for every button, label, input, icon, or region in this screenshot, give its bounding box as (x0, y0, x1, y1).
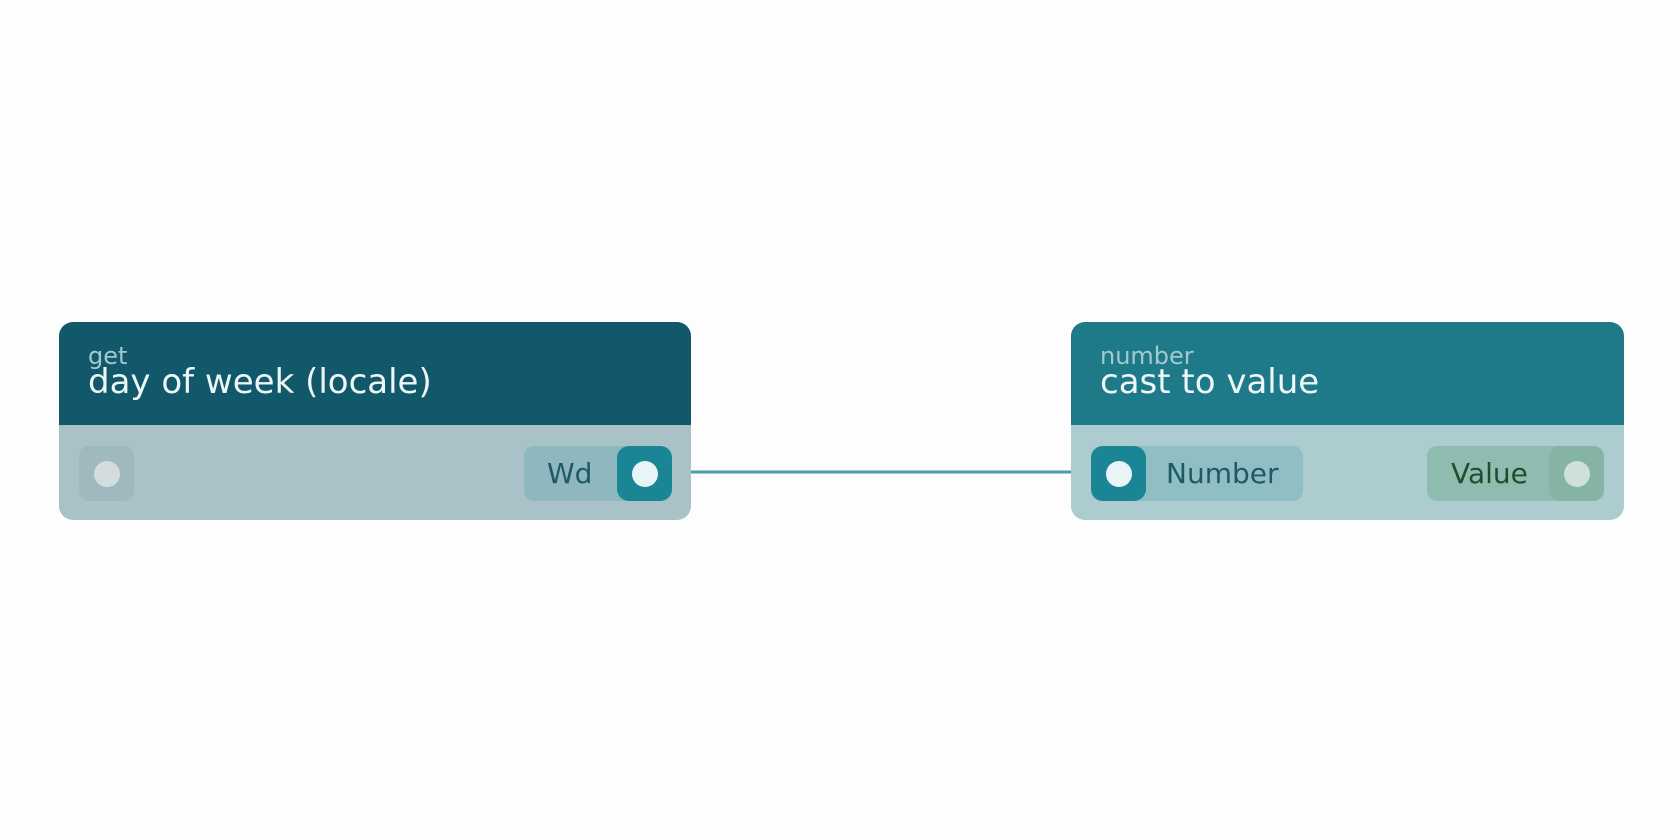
node-header[interactable]: get day of week (locale) (59, 322, 691, 425)
socket-dot-icon (1105, 460, 1132, 487)
output-port-value[interactable]: Value (1427, 446, 1604, 501)
input-socket[interactable] (1091, 446, 1146, 501)
node-category: get (88, 342, 128, 370)
output-socket[interactable] (617, 446, 672, 501)
node-body: Number Value (1071, 425, 1624, 520)
input-port-label: Number (1166, 457, 1279, 490)
node-title: cast to value (1100, 362, 1320, 402)
socket-dot-icon (1563, 460, 1590, 487)
socket-dot-icon (631, 460, 658, 487)
output-port-label: Wd (547, 457, 593, 490)
output-port-wd[interactable]: Wd (524, 446, 672, 501)
node-category: number (1100, 342, 1194, 370)
input-socket[interactable] (79, 446, 134, 501)
node-cast-to-value[interactable]: number cast to value Number Value (1071, 322, 1624, 520)
output-socket[interactable] (1549, 446, 1604, 501)
output-port-label: Value (1451, 457, 1528, 490)
node-title: day of week (locale) (88, 362, 432, 402)
socket-dot-icon (93, 460, 120, 487)
node-header[interactable]: number cast to value (1071, 322, 1624, 425)
node-body: Wd (59, 425, 691, 520)
input-port-empty[interactable] (79, 446, 134, 501)
input-port-number[interactable]: Number (1091, 446, 1303, 501)
node-day-of-week[interactable]: get day of week (locale) Wd (59, 322, 691, 520)
